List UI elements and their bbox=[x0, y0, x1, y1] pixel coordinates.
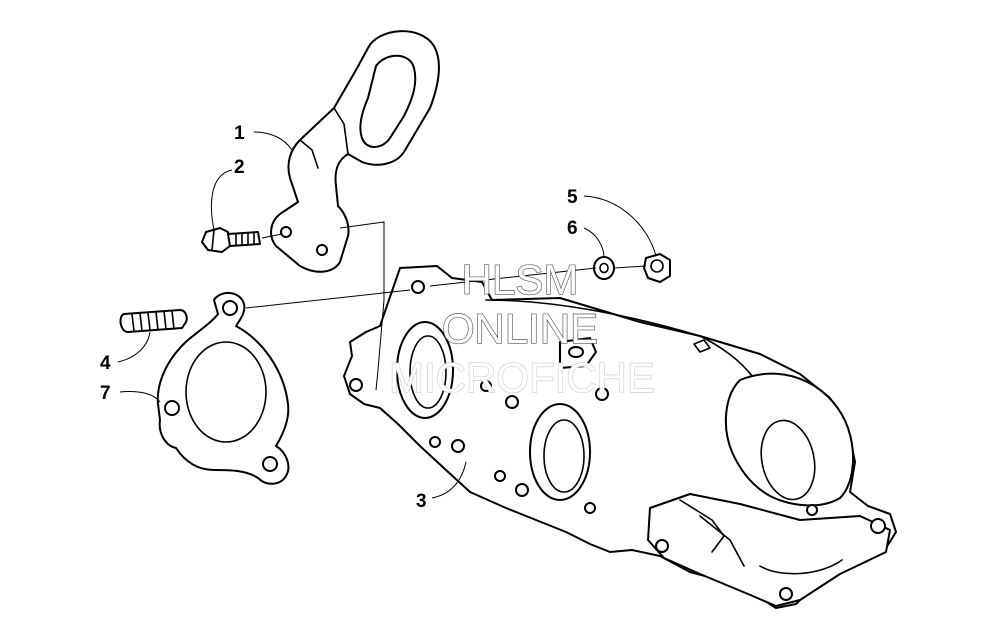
watermark-line-2: ONLINE bbox=[442, 305, 598, 352]
callout-leaders bbox=[117, 131, 657, 499]
callout-1: 1 bbox=[234, 123, 245, 144]
callout-3: 3 bbox=[416, 491, 427, 512]
callout-6: 6 bbox=[567, 218, 578, 239]
assembly-lines bbox=[245, 221, 647, 391]
exhaust-manifold-part-3 bbox=[343, 265, 897, 609]
bracket-part-1 bbox=[270, 30, 440, 273]
callout-7: 7 bbox=[100, 383, 111, 404]
stud-part-4 bbox=[119, 309, 188, 333]
callout-5: 5 bbox=[567, 187, 578, 208]
watermark: HLSM ONLINE MICROFICHE bbox=[388, 255, 655, 401]
callout-2: 2 bbox=[234, 157, 245, 178]
watermark-line-3: MICROFICHE bbox=[389, 354, 655, 401]
gasket-part-7 bbox=[156, 292, 290, 485]
washer-part-6 bbox=[593, 256, 615, 280]
nut-part-5 bbox=[643, 253, 671, 283]
watermark-line-1: HLSM bbox=[462, 256, 579, 303]
bolt-part-2 bbox=[201, 227, 261, 253]
callout-4: 4 bbox=[100, 353, 111, 374]
